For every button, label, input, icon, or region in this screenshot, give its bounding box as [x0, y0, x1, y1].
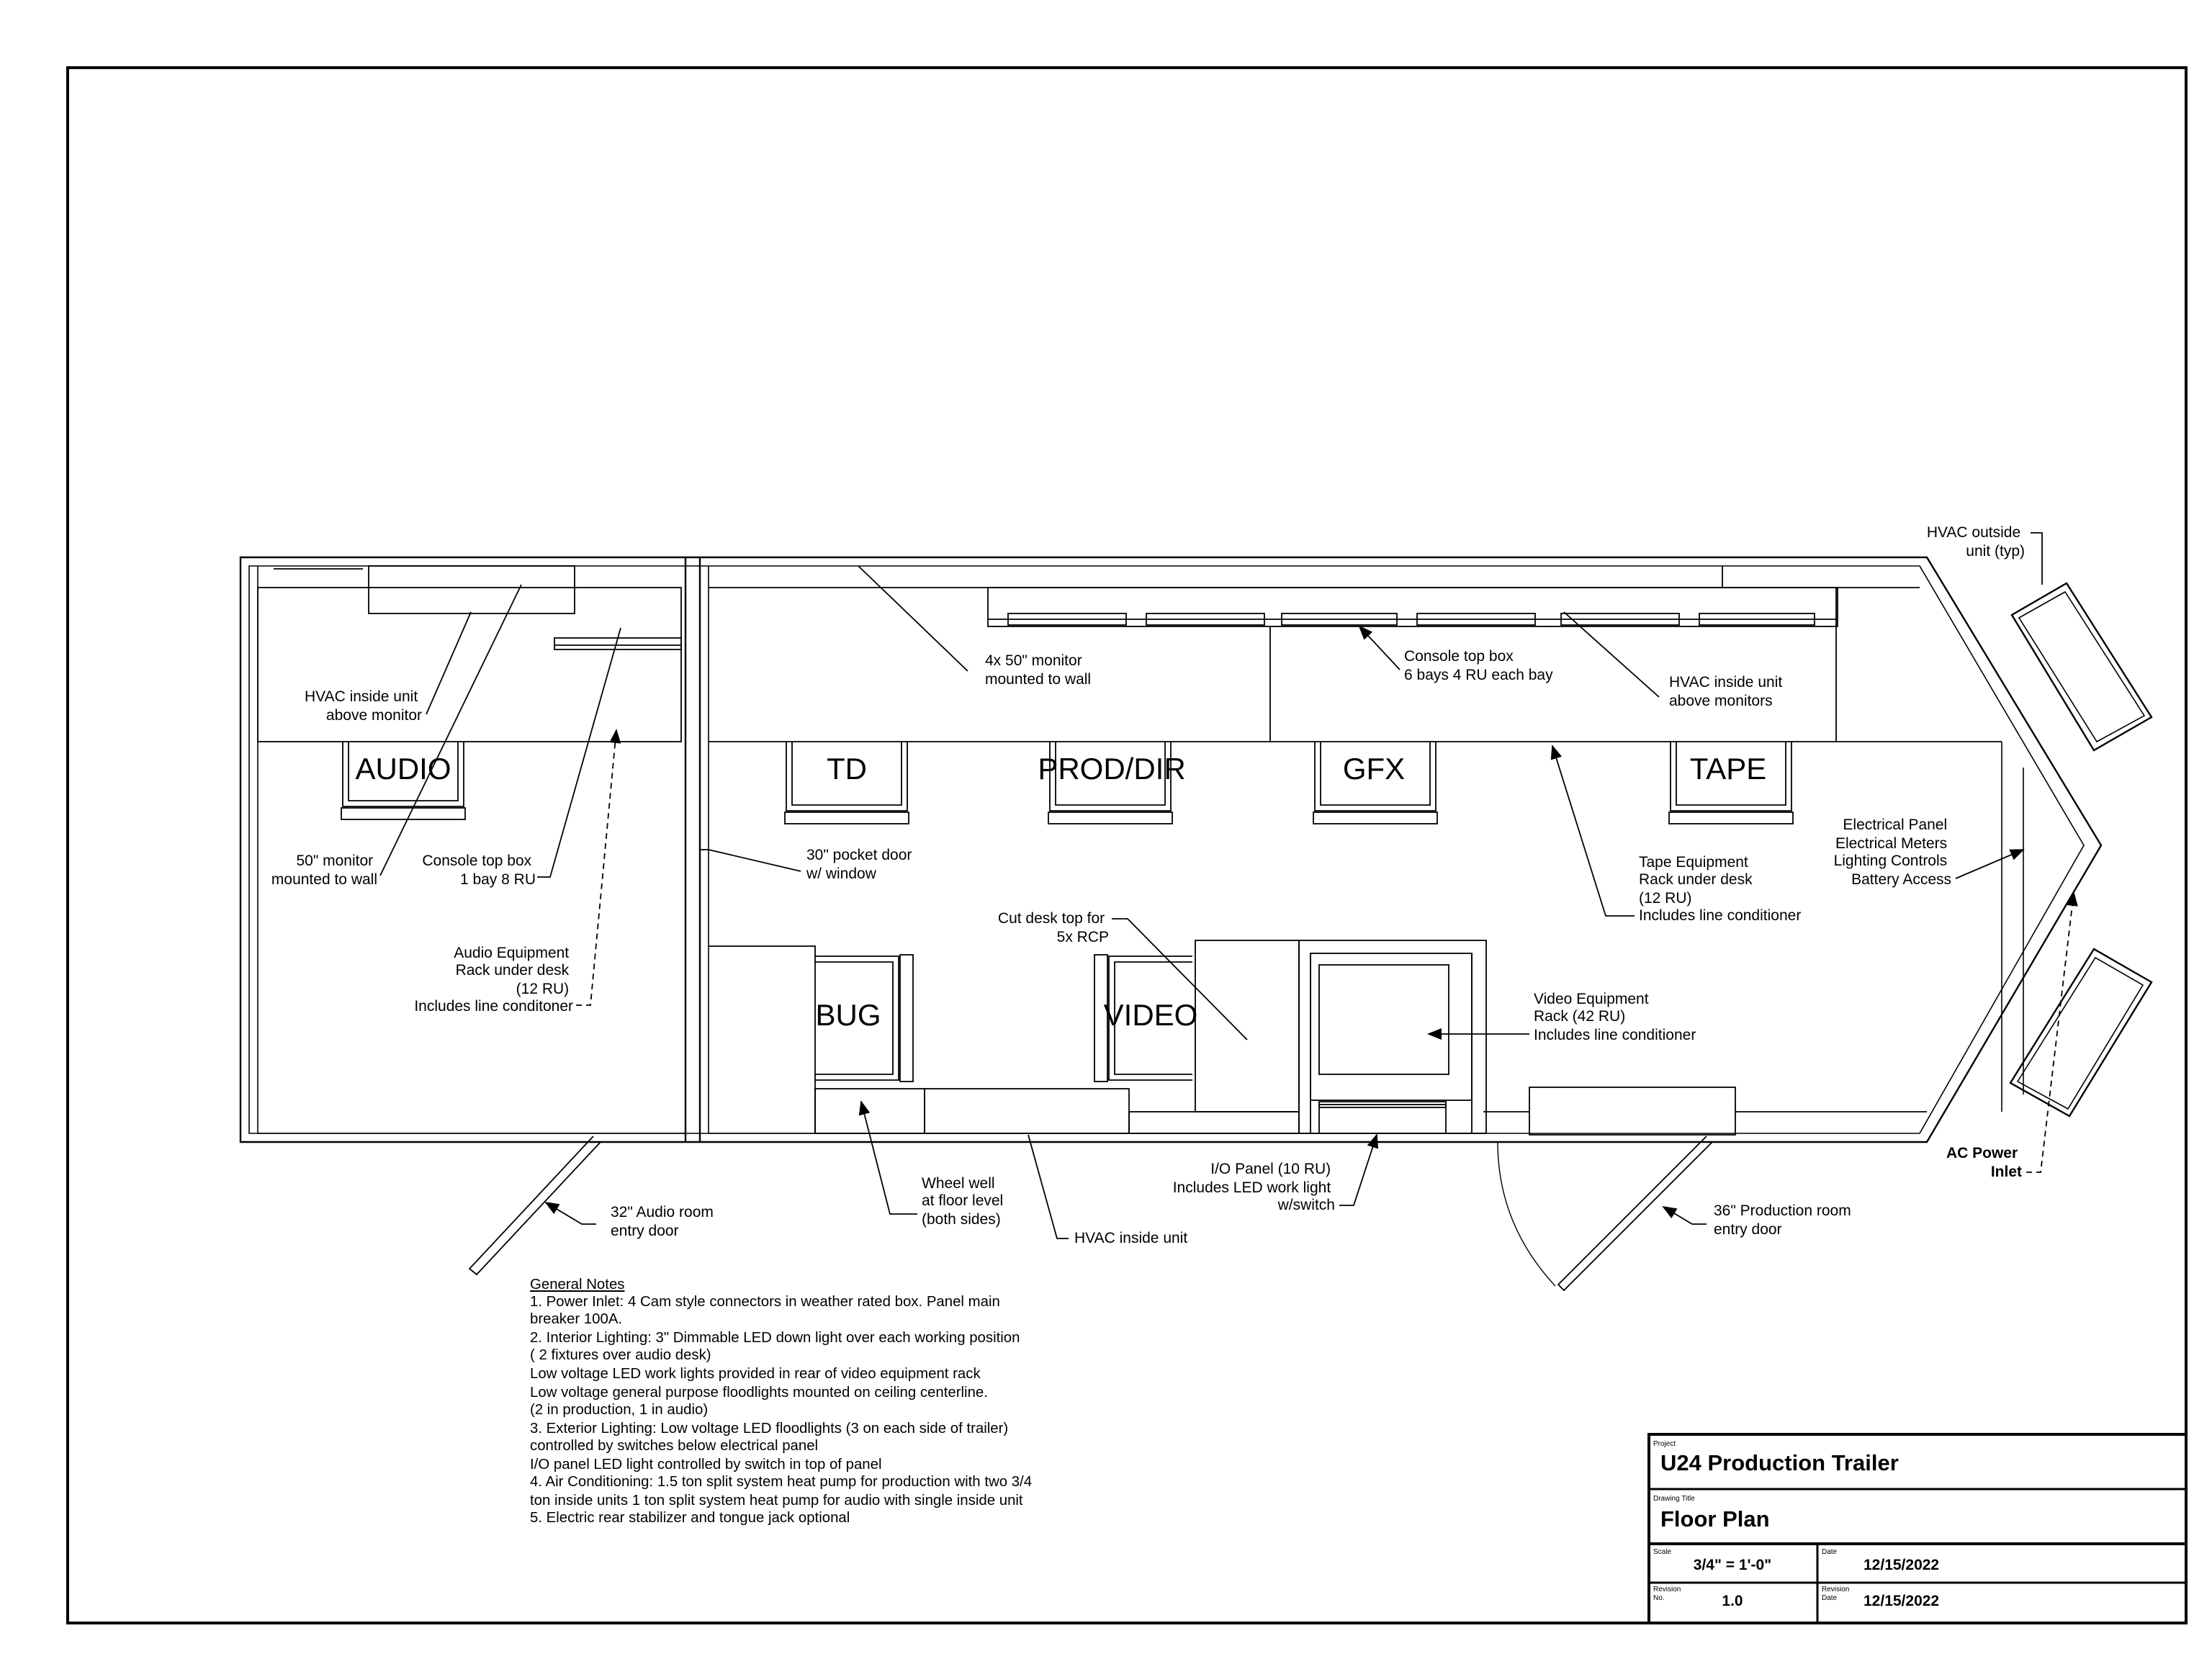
console-prod-callout: Console top box 6 bays 4 RU each bay	[1404, 648, 1553, 683]
io-panel	[1318, 1104, 1447, 1134]
monitors-prod-callout: 4x 50" monitor mounted to wall	[985, 652, 1091, 688]
audio-rack-callout: Audio Equipment Rack under desk (12 RU) …	[414, 945, 573, 1015]
hvac-under-callout: HVAC inside unit	[1074, 1230, 1187, 1246]
project-label: Project	[1653, 1440, 1676, 1448]
trailer-shell	[239, 556, 2103, 1143]
bug-station-label: BUG	[815, 998, 881, 1032]
tape-rack-callout: Tape Equipment Rack under desk (12 RU) I…	[1639, 854, 1801, 924]
prod-chair	[1049, 742, 1172, 811]
revision-date-label: Revision Date	[1822, 1586, 1851, 1602]
monitor-audio-callout: 50" monitor mounted to wall	[271, 853, 377, 888]
io-panel-callout: I/O Panel (10 RU) Includes LED work ligh…	[1173, 1161, 1335, 1213]
hvac-outside-units	[2009, 582, 2153, 1118]
hvac-audio-callout: HVAC inside unit above monitor	[305, 688, 422, 724]
audio-chair	[342, 742, 464, 807]
drawing-title-label: Drawing Title	[1653, 1495, 1695, 1503]
ac-inlet-callout: AC Power Inlet	[1946, 1145, 2022, 1180]
cut-desk	[1195, 940, 1300, 1112]
hvac-lower-unit	[924, 1088, 1130, 1134]
date-label: Date	[1822, 1548, 1838, 1556]
bug-chair	[815, 956, 899, 1081]
production-entry-door	[1557, 1136, 1713, 1292]
scale-label: Scale	[1653, 1548, 1671, 1556]
monitor-wall	[987, 587, 1838, 627]
wheel-well-callout: Wheel well at floor level (both sides)	[922, 1175, 1007, 1228]
audio-room	[257, 565, 682, 820]
prod-door-callout: 36" Production room entry door	[1714, 1202, 1856, 1238]
wheel-well	[814, 1088, 925, 1134]
date-value: 12/15/2022	[1863, 1557, 1939, 1573]
console-audio-callout: Console top box 1 bay 8 RU	[422, 853, 536, 888]
general-notes-heading: General Notes	[530, 1277, 624, 1292]
audio-entry-door	[468, 1136, 601, 1276]
audio-station-label: AUDIO	[355, 752, 451, 786]
electrical-callout: Electrical Panel Electrical Meters Light…	[1834, 817, 1951, 888]
gfx-station-label: GFX	[1343, 752, 1405, 786]
rear-desk	[709, 945, 816, 1133]
callout-labels: HVAC outside unit (typ) HVAC inside unit…	[271, 524, 2025, 1246]
td-station-label: TD	[827, 752, 867, 786]
production-console-desk	[709, 566, 2002, 742]
general-notes: General Notes 1. Power Inlet: 4 Cam styl…	[530, 1277, 1036, 1526]
revision-label: Revision No.	[1653, 1586, 1683, 1602]
video-chair	[1108, 956, 1192, 1081]
hvac-outside-callout: HVAC outside unit (typ)	[1927, 524, 2025, 559]
revision-date-value: 12/15/2022	[1863, 1593, 1939, 1609]
td-chair	[786, 742, 908, 811]
project-title: U24 Production Trailer	[1660, 1450, 1899, 1475]
gfx-chair	[1314, 742, 1437, 811]
audio-console-desk	[257, 587, 682, 742]
audio-hvac-unit	[368, 565, 575, 614]
station-labels: AUDIO TD PROD/DIR GFX TAPE BUG VIDEO	[355, 752, 1766, 1032]
scale-value: 3/4" = 1'-0"	[1694, 1557, 1771, 1573]
production-door-swing	[1497, 1141, 1556, 1287]
revision-value: 1.0	[1722, 1593, 1743, 1609]
prod-station-label: PROD/DIR	[1038, 752, 1185, 786]
title-block: Project U24 Production Trailer Drawing T…	[1647, 1433, 2188, 1624]
electrical-box	[1529, 1087, 1736, 1136]
tape-chair	[1670, 742, 1792, 811]
pocket-door-callout: 30" pocket door w/ window	[806, 847, 916, 882]
audio-door-callout: 32" Audio room entry door	[611, 1204, 718, 1239]
doors	[468, 849, 1713, 1292]
production-room	[709, 566, 2002, 1136]
sheet-border	[66, 66, 2188, 1624]
drawing-title: Floor Plan	[1660, 1506, 1770, 1532]
video-station-label: VIDEO	[1104, 998, 1198, 1032]
general-notes-list: 1. Power Inlet: 4 Cam style connectors i…	[530, 1294, 1036, 1526]
hvac-prod-callout: HVAC inside unit above monitors	[1669, 674, 1786, 709]
hvac-outside-unit-upper	[2010, 582, 2153, 752]
leader-lines	[379, 532, 2078, 1239]
tape-station-label: TAPE	[1690, 752, 1767, 786]
hvac-outside-unit-lower	[2009, 948, 2153, 1118]
cut-desk-callout: Cut desk top for 5x RCP	[998, 910, 1109, 945]
video-rack-callout: Video Equipment Rack (42 RU) Includes li…	[1534, 991, 1696, 1043]
